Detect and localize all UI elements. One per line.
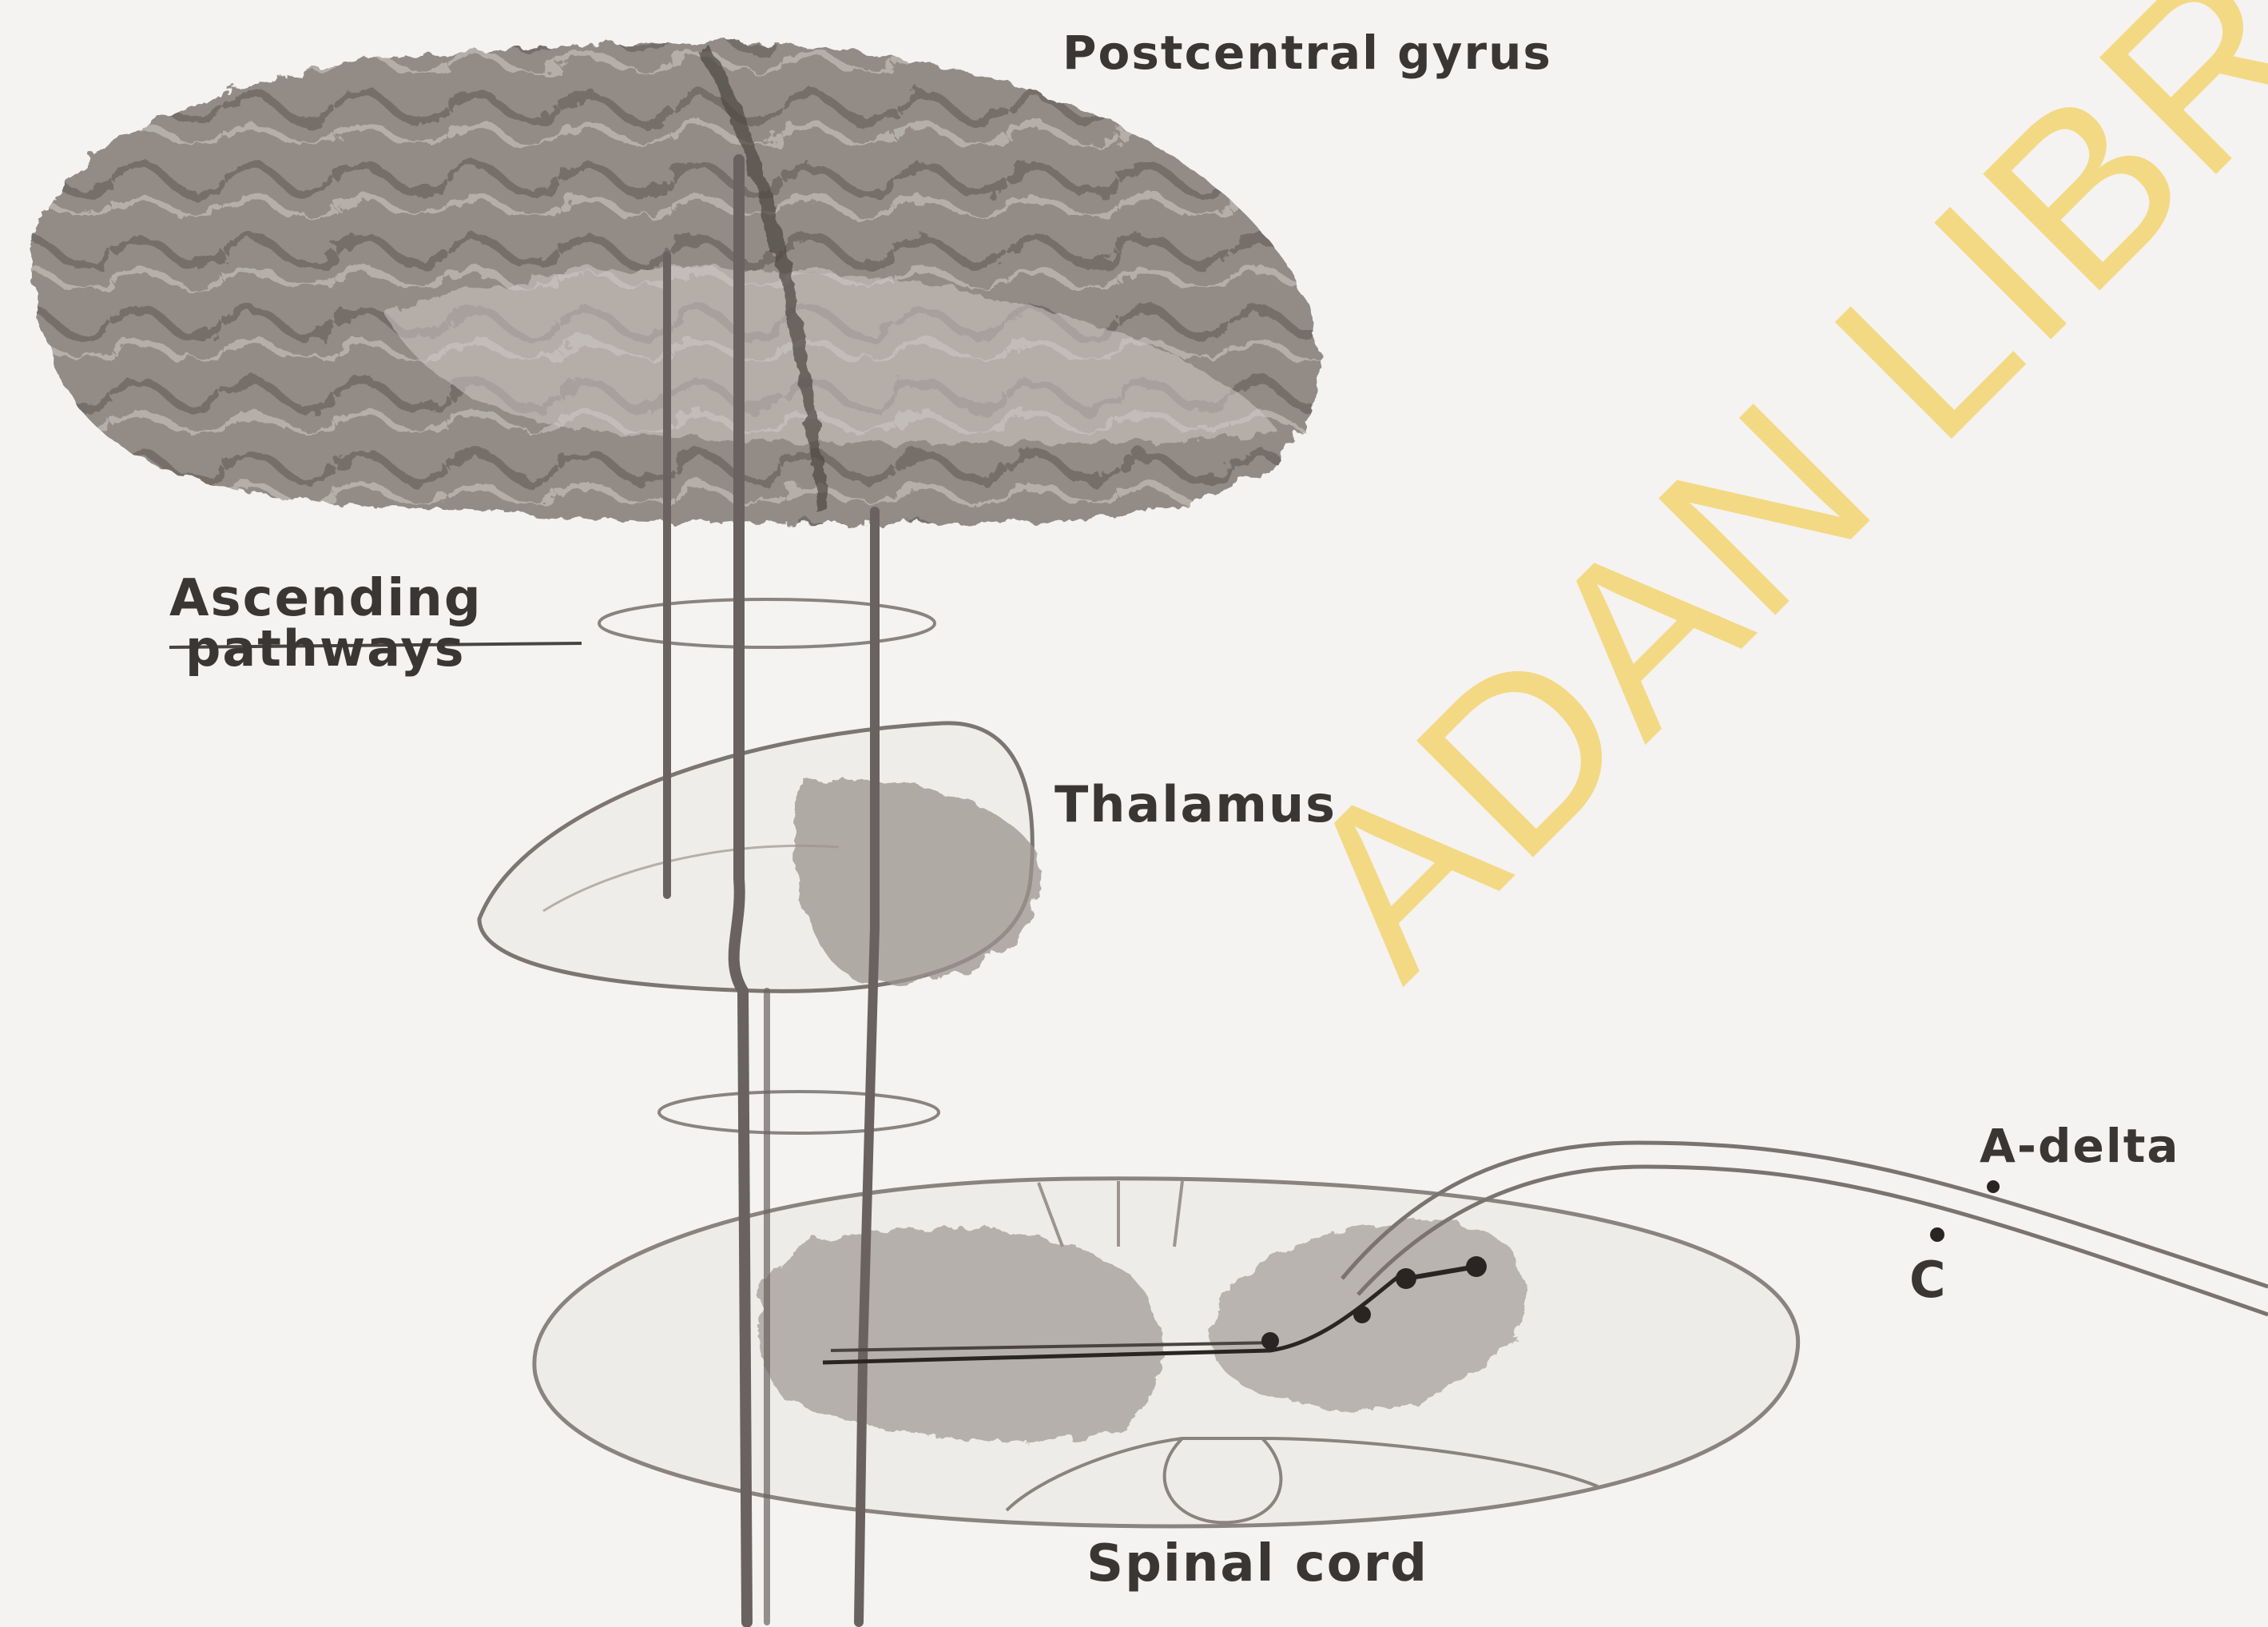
label-postcentral-gyrus: Postcentral gyrus [1063,26,1552,80]
label-a-delta: A-delta [1980,1119,2180,1173]
brain [32,42,1321,524]
label-c-fiber: C [1909,1251,1948,1309]
label-pathways: pathways [185,619,466,678]
label-spinal-cord: Spinal cord [1086,1534,1428,1593]
thalamus-structure [479,723,1041,992]
